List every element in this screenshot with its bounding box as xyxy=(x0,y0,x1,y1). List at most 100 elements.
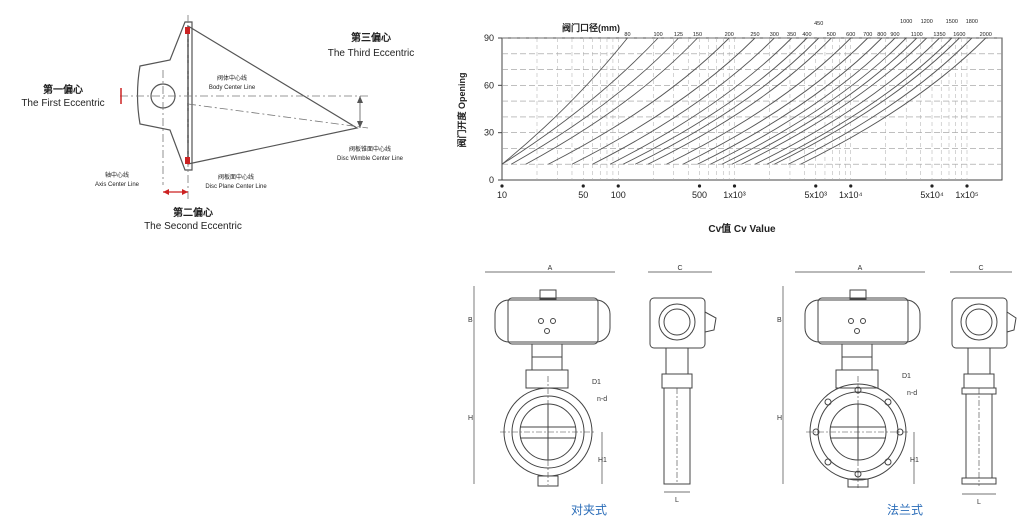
seal-point-top xyxy=(185,27,190,34)
size-label: 400 xyxy=(802,32,811,38)
series-line xyxy=(510,37,679,165)
x-tick-label: 1x10⁵ xyxy=(955,190,979,200)
size-label: 600 xyxy=(846,32,855,38)
size-label: 1800 xyxy=(966,19,978,25)
flange-dim-b: B xyxy=(777,317,782,324)
first-eccentric-cn: 第一偏心 xyxy=(43,83,83,96)
series-line xyxy=(571,37,756,165)
x-tick-dot xyxy=(581,184,585,188)
y-tick-label: 90 xyxy=(484,33,494,43)
x-tick-label: 1x10⁴ xyxy=(839,190,863,200)
series-line xyxy=(721,37,907,165)
size-label: 250 xyxy=(750,32,759,38)
plot-frame xyxy=(501,37,1003,181)
x-tick-dot xyxy=(849,184,853,188)
wafer-dim-h1: H1 xyxy=(598,457,607,464)
y-tick-label: 30 xyxy=(484,128,494,138)
series-line xyxy=(741,37,928,165)
size-label: 150 xyxy=(693,32,702,38)
size-label: 125 xyxy=(674,32,683,38)
series-line xyxy=(682,37,869,165)
y-axis-label: 阀门开度 Opening xyxy=(456,73,467,148)
size-label: 100 xyxy=(653,32,662,38)
x-tick-dot xyxy=(814,184,818,188)
size-label: 80 xyxy=(624,32,630,38)
x-tick-label: 5x10⁴ xyxy=(920,190,944,200)
size-label: 1600 xyxy=(953,32,965,38)
disc-wimble-center-line xyxy=(187,103,369,129)
series-line xyxy=(766,37,953,165)
disc-cone xyxy=(187,24,359,165)
wafer-dim-h: H xyxy=(468,415,473,422)
disc-plane-cn: 阀板面中心线 xyxy=(218,173,254,181)
series-line xyxy=(647,37,832,165)
size-label: 300 xyxy=(770,32,779,38)
x-tick-dot xyxy=(697,184,702,188)
disc-wimble-en: Disc Wimble Center Line xyxy=(337,156,404,162)
series-line xyxy=(635,37,820,165)
flange-actuator xyxy=(804,299,921,343)
x-tick-dot xyxy=(930,184,934,188)
flange-caption: 法兰式 xyxy=(887,503,923,517)
flange-dim-d1: D1 xyxy=(902,373,911,380)
disc-wimble-cn: 阀板锥面中心线 xyxy=(349,145,391,153)
x-tick-label: 50 xyxy=(578,190,588,200)
series-line xyxy=(592,37,775,165)
size-label: 900 xyxy=(890,32,899,38)
flange-dim-nd: n-d xyxy=(907,390,917,397)
flange-dim-a: A xyxy=(858,265,863,272)
third-eccentric-en: The Third Eccentric xyxy=(328,48,415,59)
x-tick-dot xyxy=(965,184,969,188)
size-label: 1500 xyxy=(946,19,958,25)
x-tick-label: 100 xyxy=(611,190,626,200)
size-label: 1100 xyxy=(911,32,923,38)
axis-center-cn: 轴中心线 xyxy=(105,171,129,179)
size-label: 700 xyxy=(863,32,872,38)
series-line xyxy=(501,37,628,165)
x-tick-label: 10 xyxy=(497,190,507,200)
wafer-dim-l: L xyxy=(675,497,679,504)
valve-stem-housing xyxy=(136,21,193,171)
size-label: 2000 xyxy=(980,32,992,38)
size-label: 450 xyxy=(814,21,823,27)
wafer-dim-c: C xyxy=(677,265,682,272)
wafer-side-actuator xyxy=(649,297,706,349)
first-eccentric-en: The First Eccentric xyxy=(21,98,104,109)
flange-valve-drawing: A B H H1 D1 n-d C xyxy=(777,265,1017,506)
body-center-cn: 阀体中心线 xyxy=(217,74,247,82)
x-axis-label: Cv值 Cv Value xyxy=(708,222,776,235)
disc-plane-en: Disc Plane Center Line xyxy=(205,184,267,190)
flange-dim-l: L xyxy=(977,499,981,506)
series-line xyxy=(525,37,698,165)
size-label: 800 xyxy=(877,32,886,38)
wafer-dim-b: B xyxy=(468,317,473,324)
series-line xyxy=(754,37,940,165)
x-tick-dot xyxy=(616,184,620,188)
series-line xyxy=(697,37,883,165)
y-tick-label: 60 xyxy=(484,80,494,90)
series-line xyxy=(710,37,896,165)
series-line xyxy=(548,37,730,165)
size-label: 1000 xyxy=(900,19,912,25)
series-line xyxy=(788,37,973,165)
x-tick-dot xyxy=(500,184,504,188)
x-tick-dot xyxy=(732,184,737,188)
size-label: 200 xyxy=(725,32,734,38)
size-label: 1200 xyxy=(921,19,933,25)
chart-title: 阀门口径(mm) xyxy=(562,22,620,33)
x-tick-label: 500 xyxy=(692,190,707,200)
size-label: 500 xyxy=(827,32,836,38)
series-line xyxy=(501,37,659,165)
wafer-dim-d1: D1 xyxy=(592,379,601,386)
seal-point-bottom xyxy=(185,157,190,164)
x-tick-label: 1x10³ xyxy=(723,190,746,200)
axis-center-en: Axis Center Line xyxy=(95,182,140,188)
eccentric-diagram: 第一偏心 The First Eccentric 第三偏心 The Third … xyxy=(21,15,414,232)
body-center-en: Body Center Line xyxy=(209,85,256,91)
size-label: 1350 xyxy=(933,32,945,38)
series-line xyxy=(609,37,792,165)
series-line xyxy=(666,37,852,165)
